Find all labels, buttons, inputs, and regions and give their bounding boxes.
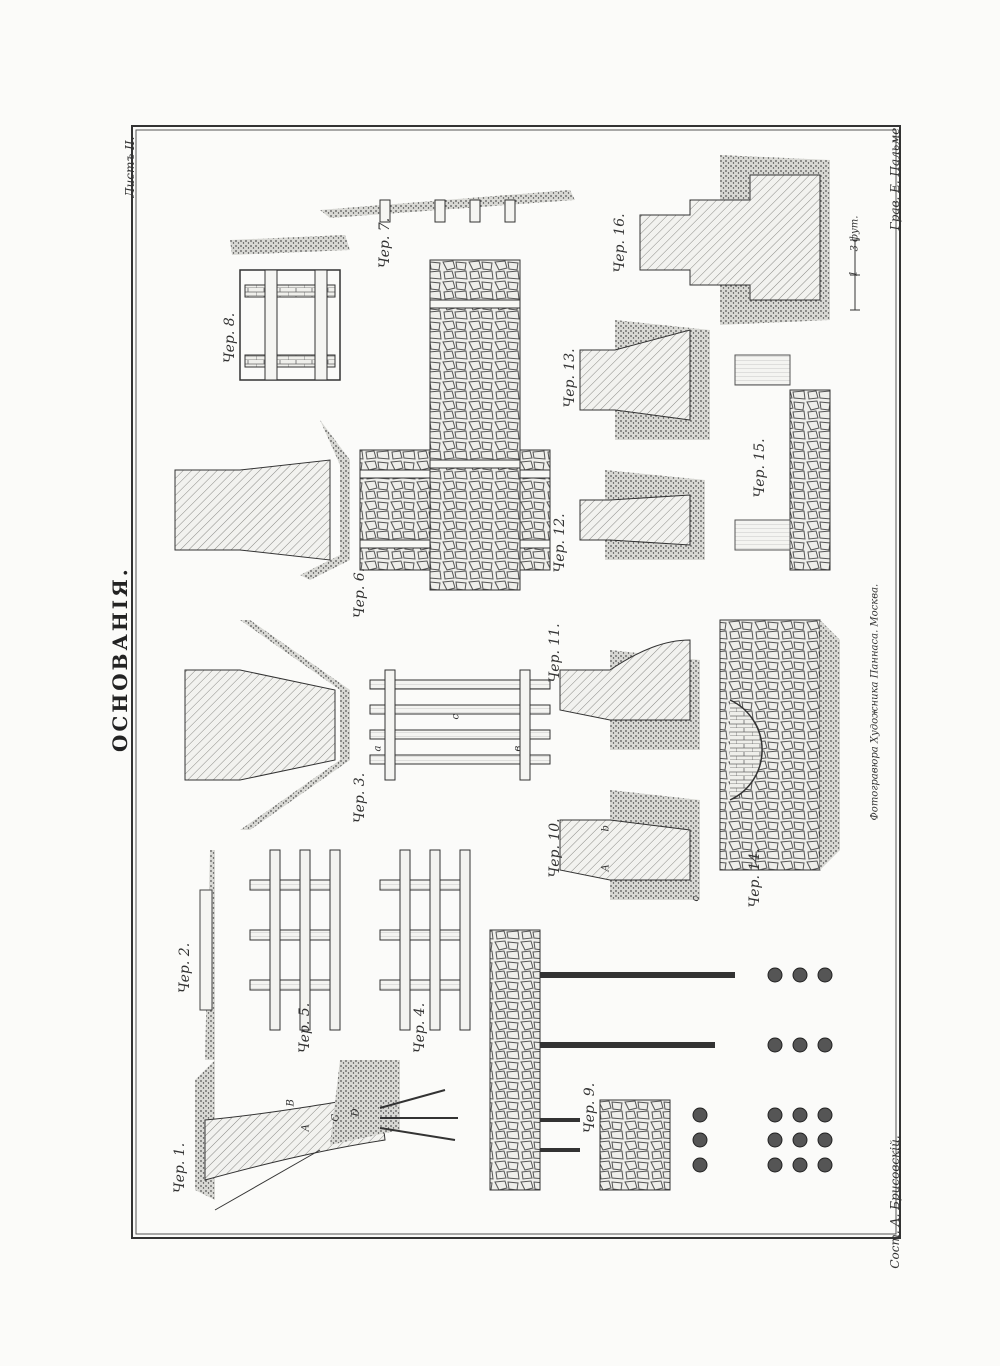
figure-5-drawing — [249, 849, 341, 1031]
figure-3-drawing — [184, 620, 551, 830]
figure-12-label: Чер. 12. — [552, 513, 568, 573]
figure-3-label: Чер. 3. — [352, 772, 368, 824]
figure-10-label: Чер. 10. — [547, 818, 563, 878]
figure-6-label: Чер. 6. — [352, 567, 368, 619]
figure-3-letter-b: в — [512, 745, 524, 752]
printer-credit: Фотогравюра Художника Паннаса. Москва. — [869, 583, 881, 821]
figure-4-label: Чер. 4. — [412, 1002, 428, 1054]
scale-one: 1 — [848, 270, 860, 277]
engraver-credit: Грав. Е. Пальме. — [888, 123, 902, 231]
figure-13-drawing — [579, 320, 710, 440]
figure-13-label: Чер. 13. — [562, 348, 578, 408]
figure-4-drawing — [379, 849, 471, 1031]
figure-15-label: Чер. 15. — [752, 438, 768, 498]
figure-8-label: Чер. 8. — [222, 312, 238, 364]
compiler-credit: Сост. А. Брисовскій. — [888, 1135, 902, 1269]
figure-9-drawing — [489, 929, 833, 1191]
outer-frame — [131, 125, 901, 1239]
figure-16-label: Чер. 16. — [612, 213, 628, 273]
sheet-number: Листъ II. — [123, 136, 137, 198]
figure-1-letter-b: В — [285, 1099, 297, 1107]
figure-2-label: Чер. 2. — [177, 942, 193, 994]
figure-12-drawing — [579, 470, 705, 560]
figure-10-letter-c: с — [690, 895, 702, 902]
figure-5-label: Чер. 5. — [297, 1002, 313, 1054]
sheet-title: ОСНОВАНІЯ. — [108, 566, 132, 752]
figure-9-label: Чер. 9. — [582, 1082, 598, 1134]
figure-1-drawing — [195, 1060, 458, 1211]
figure-1-letter-c: С — [330, 1113, 342, 1122]
figure-1-letter-a: А — [300, 1123, 312, 1132]
scale-label: 3 фут. — [849, 215, 861, 252]
figure-11-label: Чер. 11. — [547, 623, 563, 683]
figure-7-drawing — [320, 190, 575, 223]
figure-14-label: Чер. 14. — [747, 848, 763, 908]
figure-1-label: Чер. 1. — [172, 1142, 188, 1194]
figure-3-letter-a: а — [372, 745, 384, 752]
figure-11-drawing — [559, 639, 700, 750]
figure-16-drawing — [639, 155, 860, 325]
stone-mat-drawing — [429, 259, 521, 591]
inner-frame — [135, 129, 897, 1235]
figure-1-letter-d: D — [350, 1108, 362, 1117]
figure-15-drawing — [734, 354, 831, 571]
figure-10-letter-a: A — [600, 864, 612, 872]
figure-7-label: Чер. 7. — [377, 217, 393, 269]
figure-10-drawing — [559, 790, 700, 900]
figure-3-letter-c: с — [450, 713, 462, 720]
figure-10-letter-b: b — [600, 825, 612, 832]
figure-14-drawing — [719, 619, 840, 871]
figure-2-drawing — [199, 850, 215, 1060]
figure-8-drawing — [230, 235, 350, 381]
